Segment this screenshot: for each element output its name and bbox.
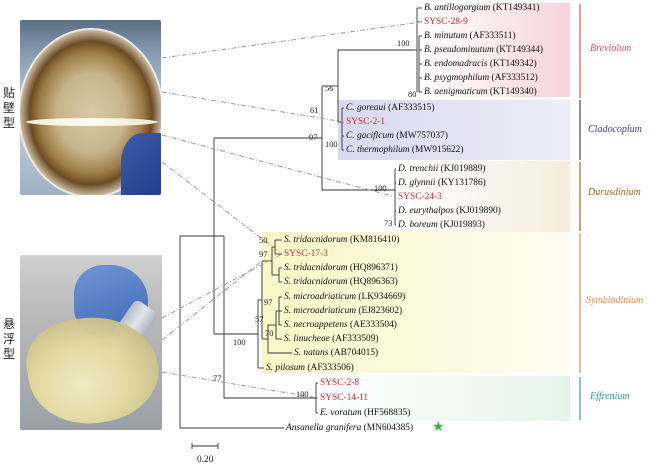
bootstrap-value: 70	[265, 329, 274, 338]
taxon-label: B. endomadracis (KT149342)	[424, 59, 537, 69]
photo-connector	[161, 134, 397, 198]
taxon-label: S. natans (AB704015)	[294, 348, 379, 358]
bootstrap-value: 100	[397, 39, 410, 48]
bootstrap-value: 56	[325, 84, 334, 93]
bootstrap-value: 97	[259, 250, 268, 259]
genus-label-effrenium: Effrenium	[590, 391, 630, 402]
photo-connector	[161, 260, 263, 341]
durusdinium-band	[396, 161, 570, 232]
star-icon: ★	[432, 420, 445, 435]
taxon-label: S. necroappetens (AE333504)	[284, 320, 397, 330]
bootstrap-value: 73	[384, 219, 393, 228]
isolate-label: SYSC-2-8	[320, 378, 360, 388]
suspended-type-photo	[20, 255, 162, 430]
taxon-label: D. glynnii (KY131786)	[398, 178, 486, 188]
bootstrap-value: 80	[408, 90, 417, 99]
photo-connector	[161, 253, 283, 319]
taxon-label: B. psygmophilum (AF333512)	[424, 73, 538, 83]
attached-type-label: 贴壁型	[2, 86, 15, 130]
taxon-label: S. microadriaticum (EJ823602)	[284, 306, 403, 316]
bootstrap-value: 57	[255, 315, 264, 324]
taxon-label: D. eurythalpos (KJ019890)	[398, 206, 501, 216]
taxon-label: B. pseudominutum (KT149344)	[424, 45, 544, 55]
taxon-label: S. pilosum (AF333506)	[266, 363, 354, 373]
cladocopium-band	[338, 100, 570, 160]
bootstrap-value: 100	[374, 184, 387, 193]
effrenium-band	[316, 376, 570, 421]
taxon-label: C. gaciflcum (MW757037)	[346, 131, 448, 141]
taxon-label: S. tridacnidorum (KM816410)	[284, 235, 400, 245]
bootstrap-value: 100	[296, 390, 309, 399]
bootstrap-value: 97	[264, 298, 273, 307]
taxon-label: C. thermophilum (MW915622)	[346, 145, 464, 155]
photo-connector	[161, 21, 422, 59]
photo-connector	[161, 371, 319, 399]
taxon-label: B. aenigmaticum (KT149340)	[424, 87, 537, 97]
bootstrap-value: 100	[233, 338, 246, 347]
genus-label-cladocopium: Cladocopium	[588, 124, 642, 135]
genus-label-symbiodinium: Symbiodinium	[586, 295, 644, 306]
taxon-label: D. trenchii (KJ019889)	[398, 164, 486, 174]
bootstrap-value: 50	[259, 236, 268, 245]
taxon-label: S. tridacnidorum (HQ896363)	[284, 277, 398, 287]
isolate-label: SYSC-14-11	[320, 393, 369, 403]
taxon-label: B. antillogorgium (KT149341)	[424, 3, 540, 13]
bootstrap-value: 100	[325, 140, 338, 149]
isolate-label: SYSC-24-3	[398, 192, 442, 202]
symbiodinium-band	[262, 232, 570, 373]
bootstrap-value: 97	[309, 133, 318, 142]
genus-label-breviolum: Breviolum	[590, 43, 632, 54]
bootstrap-value: 61	[310, 106, 319, 115]
genus-label-durusdinium: Durusdinium	[588, 187, 641, 198]
taxon-label: C. goreaui (AF333515)	[346, 103, 435, 113]
bootstrap-value: 77	[213, 374, 222, 383]
taxon-label: E. voratum (HF568835)	[320, 408, 411, 418]
taxon-label: D. boreum (KJ019893)	[398, 220, 485, 230]
isolate-label: SYSC-2-1	[346, 117, 386, 127]
taxon-label: S. tridacnidorum (HQ896371)	[284, 263, 398, 273]
attached-type-photo	[20, 20, 161, 195]
scale-bar-label: 0.20	[197, 455, 214, 465]
isolate-label: SYSC-17-3	[284, 249, 328, 259]
taxon-label: B. minutum (AF333511)	[424, 31, 516, 41]
isolate-label: SYSC-28-9	[424, 17, 468, 27]
photo-connector	[161, 91, 345, 123]
breviolum-band	[420, 3, 570, 97]
suspended-type-label: 悬浮型	[2, 317, 15, 361]
taxon-label: S. microadriaticum (LK934669)	[284, 292, 406, 302]
taxon-label: S. linucheae (AF333509)	[284, 334, 379, 344]
outgroup-label: Ansanella granifera (MN604385)	[286, 423, 414, 433]
